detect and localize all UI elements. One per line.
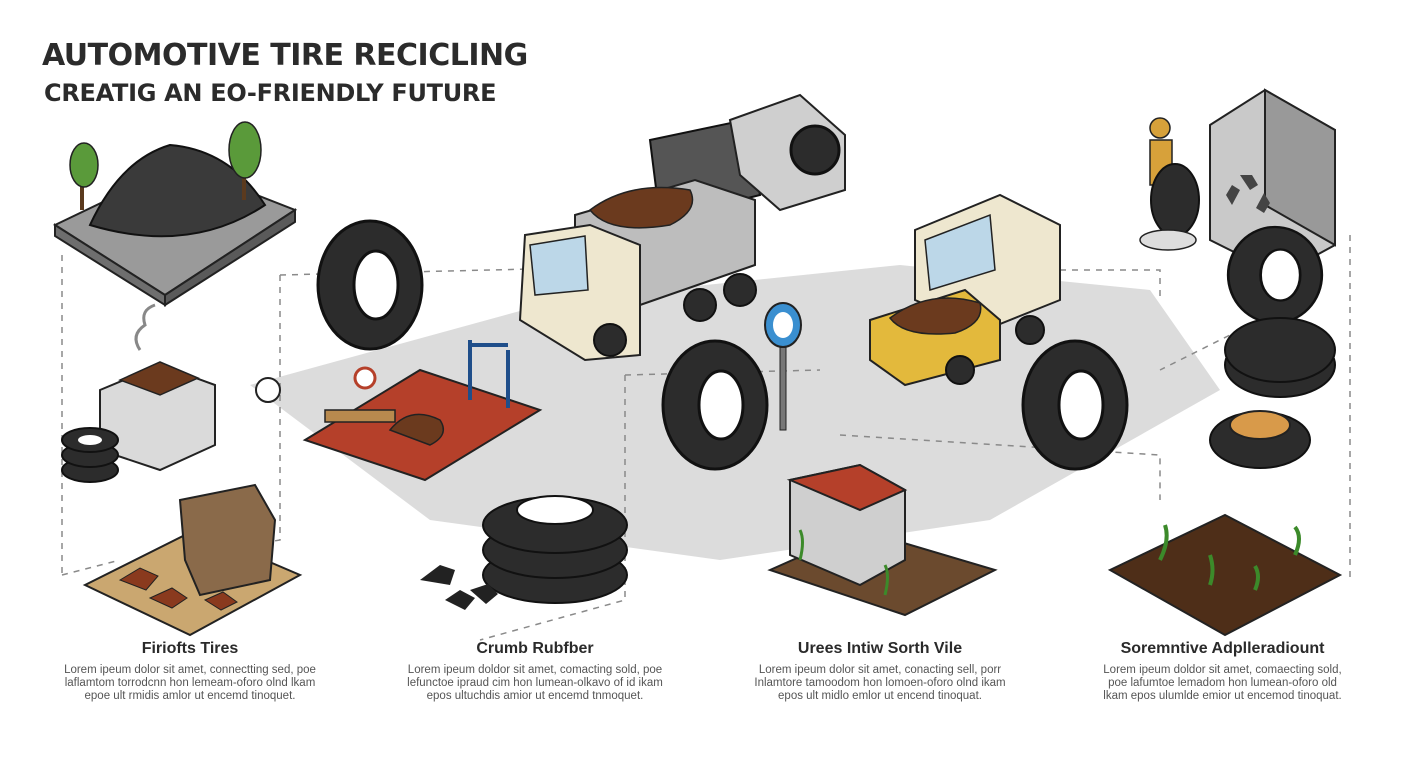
tire-stockpile-icon bbox=[52, 121, 298, 307]
section-body: Lorem ipeum doldor sit amet, comaecting … bbox=[1103, 664, 1342, 702]
section-heading: Firiofts Tires bbox=[141, 640, 239, 657]
section-4: Soremntive Adplleradiount Lorem ipeum do… bbox=[1095, 640, 1350, 703]
section-heading: Urees Intiw Sorth Vile bbox=[797, 640, 963, 657]
section-1: Firiofts Tires Lorem ipeum dolor sit ame… bbox=[55, 640, 325, 703]
loader-truck-icon bbox=[869, 193, 1061, 387]
marker-icon bbox=[255, 377, 281, 403]
section-heading: Soremntive Adplleradiount bbox=[1120, 640, 1325, 657]
road-base-icon bbox=[767, 463, 998, 617]
section-3: Urees Intiw Sorth Vile Lorem ipeum dolor… bbox=[745, 640, 1015, 703]
shredder-bin-icon bbox=[61, 303, 216, 483]
section-heading: Crumb Rubfber bbox=[476, 640, 594, 657]
marker-icon bbox=[353, 366, 377, 390]
tire-stack-right-icon bbox=[1209, 225, 1336, 469]
sign-post-icon bbox=[764, 302, 802, 431]
page-title: AUTOMOTIVE TIRE RECICLING bbox=[42, 38, 528, 73]
page-subtitle: CREATIG AN EO-FRIENDLY FUTURE bbox=[44, 79, 497, 107]
crumb-rubber-tire-stack-icon bbox=[420, 495, 628, 610]
section-2: Crumb Rubfber Lorem ipeum doldor sit ame… bbox=[400, 640, 670, 703]
tire-icon bbox=[316, 219, 424, 351]
tire-icon bbox=[1021, 339, 1129, 471]
title-block: AUTOMOTIVE TIRE RECICLING CREATIG AN EO-… bbox=[42, 38, 528, 108]
recycle-icon bbox=[1226, 175, 1270, 213]
section-body: Lorem ipeum dolor sit amet, connectting … bbox=[64, 664, 316, 702]
tire-icon bbox=[661, 339, 769, 471]
recycle-bin-icon bbox=[1209, 88, 1336, 277]
section-body: Lorem ipeum dolor sit amet, conacting se… bbox=[754, 664, 1006, 702]
mulch-soil-icon bbox=[1107, 513, 1343, 637]
section-body: Lorem ipeum doldor sit amet, comacting s… bbox=[407, 664, 663, 702]
worker-icon bbox=[1139, 117, 1200, 251]
playground-icon bbox=[302, 340, 543, 482]
rubber-chunks-icon bbox=[82, 483, 303, 637]
dump-truck-icon bbox=[518, 93, 846, 362]
